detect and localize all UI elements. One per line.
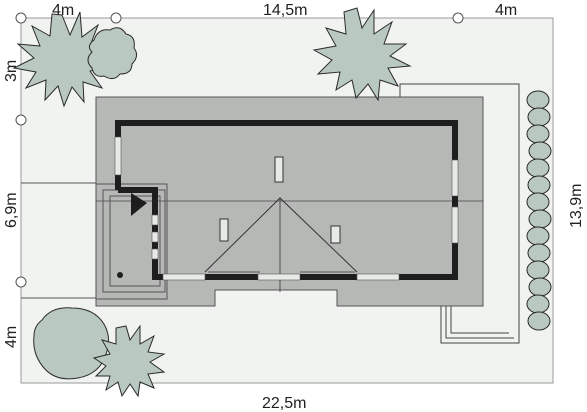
- entrance-arrow-icon: [131, 193, 147, 216]
- dim-top-middle: 14,5m: [263, 2, 307, 19]
- utility-line: [399, 83, 520, 344]
- conifer-tree-bottomleft: [92, 324, 166, 398]
- survey-dot-icon: [117, 272, 123, 278]
- survey-markers: [15, 12, 464, 288]
- roof-window-right: [330, 225, 341, 244]
- deciduous-tree-bottomleft: [33, 307, 110, 380]
- dim-bottom: 22,5m: [262, 395, 306, 412]
- conifer-tree-topleft: [12, 11, 114, 108]
- conifer-tree-topcenter: [312, 7, 412, 102]
- dim-left-bottom: 4m: [3, 326, 20, 348]
- hedge: [526, 90, 552, 331]
- dim-top-left: 4m: [52, 2, 74, 19]
- roof-window-left: [219, 218, 229, 242]
- chimney: [274, 156, 284, 183]
- windows: [114, 136, 459, 281]
- deciduous-tree-topleft: [87, 27, 138, 80]
- dim-left-top: 3m: [3, 60, 20, 82]
- house-walls: [115, 120, 458, 280]
- dim-right: 13,9m: [568, 184, 585, 228]
- porch-outline-1: [95, 183, 168, 300]
- dim-top-right: 4m: [495, 2, 517, 19]
- dim-left-middle: 6,9m: [3, 192, 20, 228]
- roof-outline: [95, 96, 484, 307]
